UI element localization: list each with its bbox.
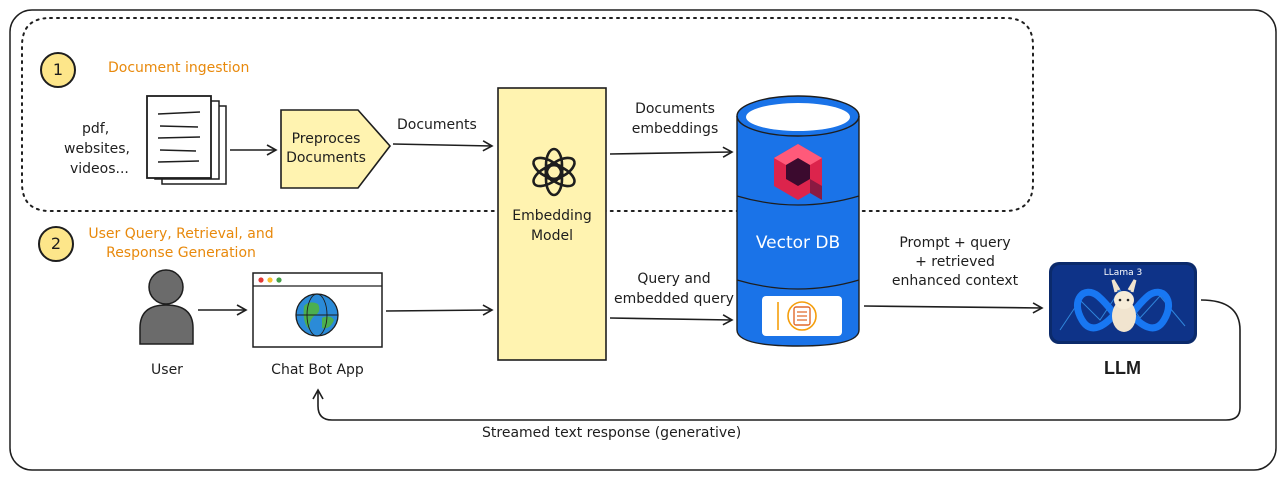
openai-logo-icon: [532, 147, 576, 197]
preprocess-label-line2: Documents: [286, 150, 366, 166]
edge-label-documents: Documents: [397, 117, 477, 133]
arrow-embedding-to-vectordb-docs: [609, 146, 734, 158]
edge-label-response: Streamed text response (generative): [482, 425, 742, 441]
user-icon: [139, 269, 194, 345]
section-1-badge: 1: [40, 52, 76, 88]
edge-label-prompt-line2: + retrieved: [915, 254, 995, 270]
document-stack-icon: [146, 95, 227, 185]
qdrant-logo-icon: [774, 144, 822, 200]
section-2-title-line2: Response Generation: [106, 245, 256, 261]
arrow-preprocess-to-embedding: [392, 140, 494, 152]
preprocess-label-line1: Preproces: [291, 131, 361, 147]
section-2-title-line1: User Query, Retrieval, and: [88, 226, 274, 242]
embedding-model-label-line2: Model: [530, 228, 574, 244]
ingestion-region: [21, 17, 1034, 212]
edge-label-prompt-line3: enhanced context: [891, 273, 1019, 289]
edge-label-query-line1: Query and: [637, 271, 711, 287]
preprocess-node: [280, 109, 392, 189]
sources-line3: videos...: [70, 161, 129, 177]
llm-label: LLM: [1104, 358, 1141, 378]
arrow-llm-to-chatapp: [312, 299, 1241, 421]
chat-app-label: Chat Bot App: [271, 362, 364, 378]
globe-icon: [295, 293, 339, 337]
edge-label-query-line2: embedded query: [614, 291, 734, 307]
section-1-title: Document ingestion: [108, 60, 250, 76]
vector-db-node: [736, 95, 860, 347]
edge-label-doc-embeddings-line1: Documents: [635, 101, 715, 117]
arrow-vectordb-to-llm: [863, 302, 1044, 314]
outer-frame: [9, 9, 1277, 471]
user-label: User: [151, 362, 183, 378]
section-2-badge: 2: [38, 226, 74, 262]
edge-label-doc-embeddings-line2: embeddings: [631, 121, 719, 137]
llm-badge-text: LLama 3: [1103, 268, 1143, 278]
arrow-chatapp-to-embedding: [385, 304, 494, 316]
embedding-model-node: [497, 87, 607, 361]
vector-db-label: Vector DB: [755, 233, 841, 253]
database-logo-icon: [762, 296, 842, 336]
sources-line2: websites,: [64, 141, 130, 157]
arrow-embedding-to-vectordb-query: [609, 314, 734, 326]
llama-icon: [1111, 279, 1137, 332]
embedding-model-label-line1: Embedding: [512, 208, 592, 224]
sources-line1: pdf,: [82, 121, 110, 137]
edge-label-prompt-line1: Prompt + query: [899, 235, 1011, 251]
